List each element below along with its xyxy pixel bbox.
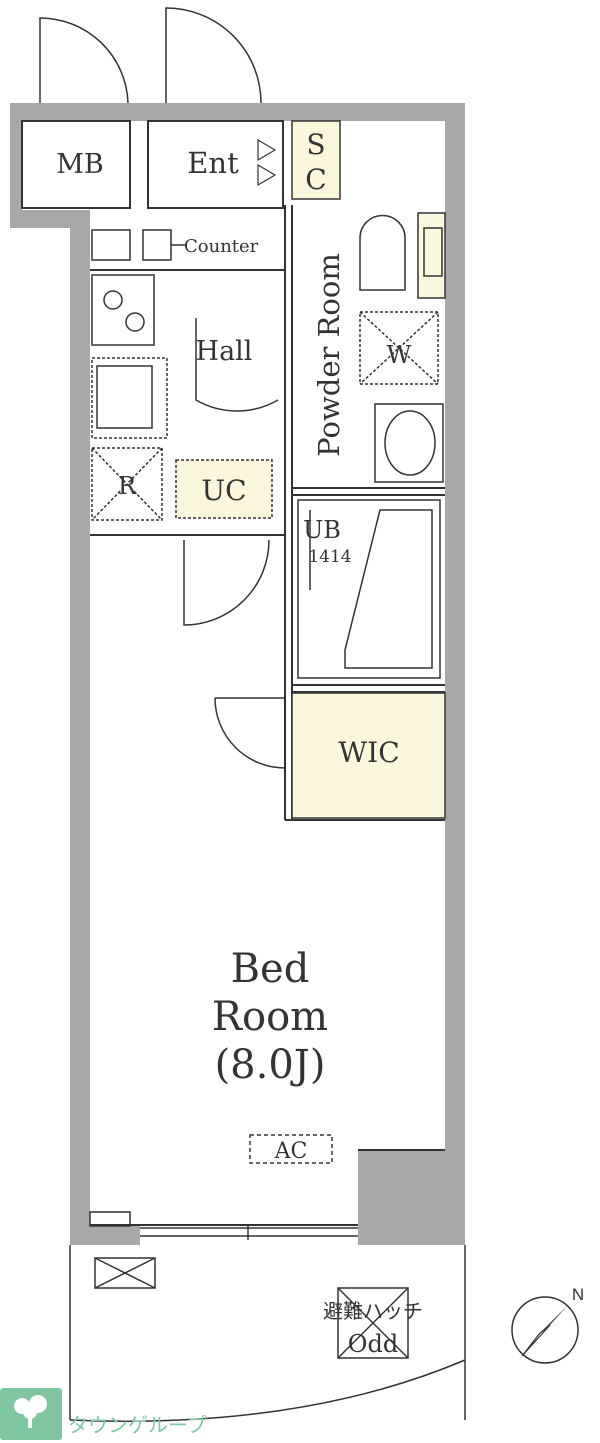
label-hatch-line1: 避難ハッチ bbox=[323, 1300, 423, 1323]
balcony-window bbox=[89, 1211, 358, 1240]
label-uc: UC bbox=[201, 474, 246, 507]
outer-walls bbox=[10, 103, 465, 1245]
label-ub: UB bbox=[303, 516, 341, 544]
door-hinge-icon bbox=[257, 138, 277, 187]
label-r: R bbox=[118, 472, 137, 500]
bedroom-door bbox=[183, 539, 270, 626]
tree-logo-icon bbox=[0, 1388, 62, 1440]
powder-room-fixtures bbox=[359, 212, 446, 483]
compass-north-label: N bbox=[572, 1285, 584, 1304]
watermark-text: タウンゲループ bbox=[68, 1413, 207, 1437]
label-counter: Counter bbox=[184, 236, 259, 257]
under-counter-storage bbox=[175, 459, 273, 519]
label-ent: Ent bbox=[187, 146, 239, 180]
wic-door bbox=[214, 697, 286, 769]
label-ac: AC bbox=[274, 1139, 308, 1164]
small-shelves bbox=[91, 229, 185, 261]
unit-bath bbox=[297, 499, 441, 679]
interior-walls bbox=[21, 120, 445, 1226]
label-ub-size: 1414 bbox=[308, 547, 351, 567]
label-bedroom-line2: Room bbox=[212, 994, 328, 1040]
label-w: W bbox=[387, 341, 412, 369]
hall-door bbox=[195, 318, 279, 412]
shoe-cabinet bbox=[291, 120, 341, 200]
entrance-doors bbox=[39, 7, 262, 104]
kitchen bbox=[91, 274, 168, 521]
label-sc-bottom: C bbox=[305, 163, 326, 196]
walk-in-closet bbox=[291, 692, 446, 819]
label-powder-room: Powder Room bbox=[312, 253, 346, 457]
ac-unit bbox=[249, 1134, 333, 1164]
label-mb: MB bbox=[56, 149, 104, 180]
balcony bbox=[69, 1245, 466, 1422]
label-sc-top: S bbox=[306, 128, 325, 161]
label-wic: WIC bbox=[338, 736, 399, 769]
compass-needle-icon bbox=[511, 1296, 579, 1364]
label-bedroom-size: (8.0J) bbox=[215, 1042, 326, 1088]
label-bedroom-line1: Bed bbox=[231, 946, 310, 992]
label-hall: Hall bbox=[196, 336, 253, 367]
label-hatch-line2: Odd bbox=[348, 1330, 398, 1358]
